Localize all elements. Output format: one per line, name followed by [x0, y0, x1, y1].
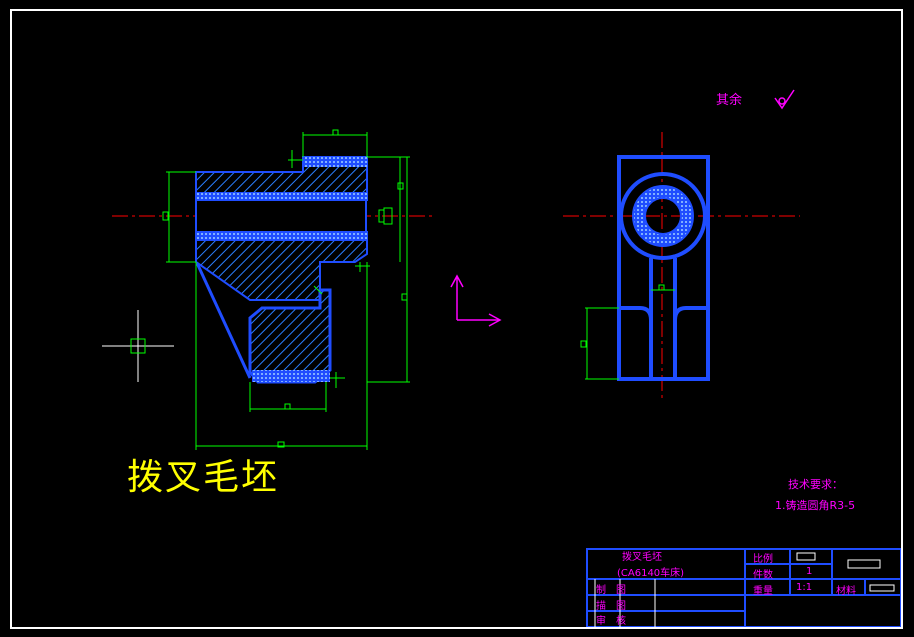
crosshair-cursor-icon[interactable] — [102, 310, 174, 382]
side-outline — [617, 155, 710, 381]
title-block-subtitle: (CA6140车床) — [617, 568, 685, 579]
title-block-scale-label: 比例 — [753, 554, 773, 565]
bore — [195, 199, 367, 233]
tech-requirements-item: 1.铸造圆角R3-5 — [775, 499, 856, 512]
title-block-weight-label: 重量 — [753, 586, 773, 597]
side-view — [563, 132, 800, 402]
title-block-count-value: 1 — [806, 566, 813, 577]
tech-requirements-heading: 技术要求： — [788, 478, 843, 491]
surface-roughness-icon — [774, 89, 795, 110]
front-section-view — [112, 129, 432, 450]
boss-outer-circle — [619, 172, 707, 260]
roughness-note: 其余 — [716, 93, 743, 108]
title-block-weight-value: 1:1 — [796, 582, 813, 593]
title-block-material-label: 材料 — [836, 586, 856, 597]
title-block-designer-label: 制 图 — [596, 585, 626, 596]
drawing-title: 拨叉毛坯 — [127, 457, 280, 498]
drawing-border — [10, 9, 903, 629]
boss-hatched-ring — [633, 186, 693, 246]
title-block-drafter-label: 描 图 — [596, 601, 626, 612]
title-block-count-label: 件数 — [753, 570, 773, 581]
ucs-axis-icon — [450, 274, 502, 327]
rib-edge — [195, 262, 252, 379]
title-block-part-name: 拨叉毛坯 — [622, 552, 662, 563]
title-block-checker-label: 审 核 — [596, 616, 626, 627]
